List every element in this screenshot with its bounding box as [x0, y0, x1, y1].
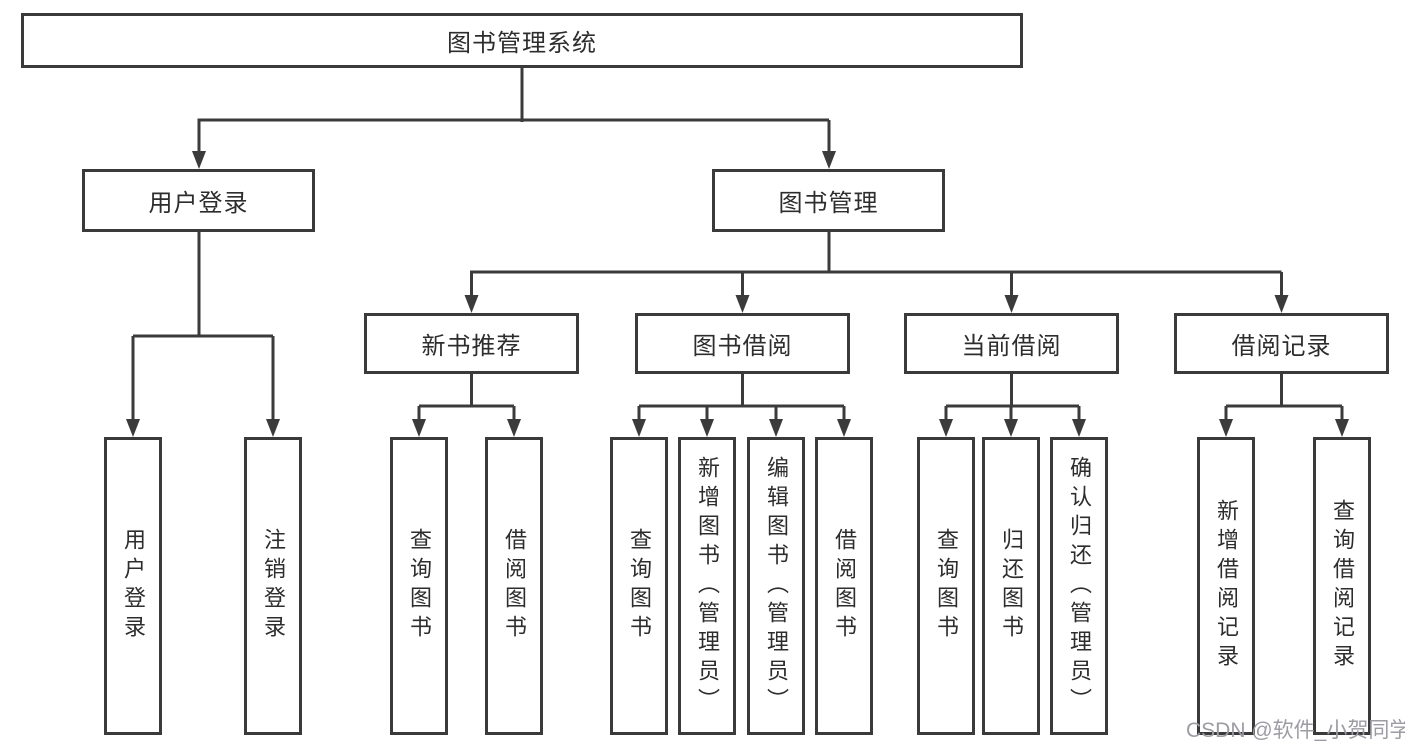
node-root: 图书管理系统 — [21, 13, 1023, 68]
leaf-current-query-books: 查询图书 — [917, 437, 975, 735]
leaf-logout: 注销登录 — [244, 437, 302, 735]
node-user-login: 用户登录 — [82, 169, 315, 232]
node-root-label: 图书管理系统 — [447, 30, 597, 57]
leaf-user-login: 用户登录 — [104, 437, 162, 735]
node-book-management: 图书管理 — [712, 169, 945, 232]
node-new-book-recommend: 新书推荐 — [364, 313, 579, 374]
leaf-logout-label: 注销登录 — [261, 528, 286, 644]
leaf-borrow-query-books: 查询图书 — [610, 437, 668, 735]
leaf-record-add-borrow-record: 新增借阅记录 — [1197, 437, 1255, 735]
leaf-borrow-query-books-label: 查询图书 — [627, 528, 652, 644]
node-current-borrow-label: 当前借阅 — [961, 333, 1062, 360]
leaf-borrow-edit-books-admin: 编辑图书（管理员） — [747, 437, 805, 735]
leaf-newbook-borrow-books-label: 借阅图书 — [502, 528, 527, 644]
leaf-newbook-query-books: 查询图书 — [390, 437, 448, 735]
leaf-user-login-label: 用户登录 — [121, 528, 146, 644]
leaf-current-return-books: 归还图书 — [982, 437, 1040, 735]
node-borrow-record-label: 借阅记录 — [1231, 333, 1332, 360]
tree-edges — [131, 68, 1344, 424]
leaf-record-query-borrow-record: 查询借阅记录 — [1313, 437, 1371, 735]
leaf-borrow-borrow-books-label: 借阅图书 — [832, 528, 857, 644]
leaf-current-confirm-return-admin: 确认归还（管理员） — [1050, 437, 1108, 735]
node-new-book-recommend-label: 新书推荐 — [421, 333, 522, 360]
leaf-record-query-borrow-record-label: 查询借阅记录 — [1330, 499, 1355, 673]
leaf-borrow-add-books-admin: 新增图书（管理员） — [678, 437, 736, 735]
leaf-borrow-add-books-admin-label: 新增图书（管理员） — [695, 455, 720, 717]
leaf-newbook-borrow-books: 借阅图书 — [485, 437, 543, 735]
node-user-login-label: 用户登录 — [148, 190, 249, 217]
node-book-management-label: 图书管理 — [778, 190, 879, 217]
leaf-borrow-edit-books-admin-label: 编辑图书（管理员） — [764, 455, 789, 717]
node-book-borrow: 图书借阅 — [635, 313, 850, 374]
leaf-current-query-books-label: 查询图书 — [934, 528, 959, 644]
leaf-record-add-borrow-record-label: 新增借阅记录 — [1214, 499, 1239, 673]
node-current-borrow: 当前借阅 — [904, 313, 1119, 374]
leaf-newbook-query-books-label: 查询图书 — [407, 528, 432, 644]
node-borrow-record: 借阅记录 — [1174, 313, 1389, 374]
leaf-current-return-books-label: 归还图书 — [999, 528, 1024, 644]
node-book-borrow-label: 图书借阅 — [692, 333, 793, 360]
leaf-current-confirm-return-admin-label: 确认归还（管理员） — [1067, 455, 1092, 717]
csdn-watermark: CSDN @软件_小贺同学 — [1186, 719, 1405, 742]
leaf-borrow-borrow-books: 借阅图书 — [815, 437, 873, 735]
arrowheads — [126, 151, 1349, 437]
